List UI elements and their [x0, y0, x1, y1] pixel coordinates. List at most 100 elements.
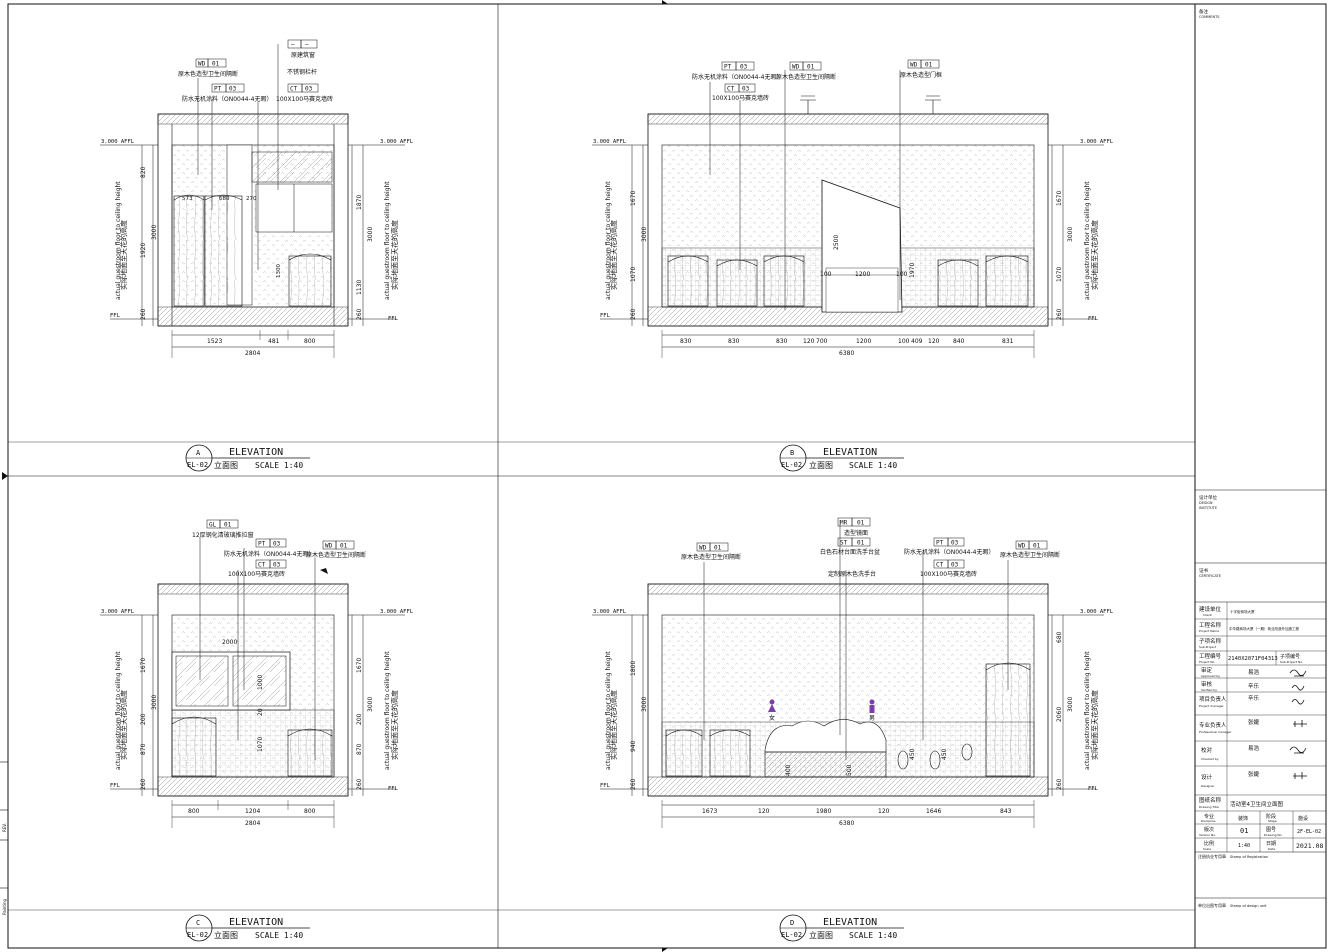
svg-text:实际地面至天花的高度: 实际地面至天花的高度 — [119, 220, 128, 290]
svg-text:Project manager: Project manager — [1199, 704, 1224, 708]
svg-text:易浩: 易浩 — [1248, 744, 1260, 752]
floor-slab — [157, 306, 349, 327]
svg-text:1200: 1200 — [855, 271, 870, 278]
svg-text:CT: CT — [258, 562, 266, 569]
svg-text:260: 260 — [140, 308, 147, 320]
svg-text:20: 20 — [257, 708, 264, 716]
svg-text:Stamp of design unit: Stamp of design unit — [1230, 904, 1267, 908]
floor-slab — [647, 776, 1049, 797]
svg-text:辛乐: 辛乐 — [1248, 682, 1260, 690]
svg-text:260: 260 — [630, 778, 637, 790]
callout-pt03: PT 03 防水无机涂料（ON0044-4无暇） — [692, 61, 782, 81]
side-label-rev: REV. — [2, 823, 7, 832]
svg-text:WD: WD — [792, 64, 800, 71]
svg-text:Sub-Project No.: Sub-Project No. — [1280, 660, 1303, 664]
svg-text:原建筑窗: 原建筑窗 — [291, 51, 315, 59]
svg-text:PT: PT — [936, 540, 944, 547]
svg-text:1670: 1670 — [630, 191, 637, 206]
svg-text:立面图: 立面图 — [809, 930, 833, 940]
svg-text:Drawing No.: Drawing No. — [1264, 833, 1282, 837]
title-block: 备注 COMMENTS 设计单位 DESIGN INSTITUTE 证书 CER… — [1195, 8, 1326, 908]
svg-text:260: 260 — [356, 778, 363, 790]
side-label-painting: Painting — [2, 898, 7, 915]
elevation-c-caption: C EL-02 ELEVATION 立面图 SCALE 1:40 — [185, 914, 310, 942]
elevation-d: 女 男 400 500 450 450 WD 01 原木色造型卫生间隔断 — [592, 517, 1114, 942]
svg-text:actual guestroom floor to ceil: actual guestroom floor to ceiling height — [1084, 181, 1091, 300]
svg-text:原木色造型门框: 原木色造型门框 — [900, 71, 942, 79]
svg-text:6380: 6380 — [839, 350, 854, 357]
vertical-dims-left: 3.000 AFFL FFL 1670 200 870 260 3000 实际地… — [100, 609, 158, 796]
svg-text:01: 01 — [340, 543, 348, 550]
callout-ct03: CT 03 100X100马赛克墙砖 — [276, 83, 333, 103]
certificate-label: 证书 — [1199, 567, 1208, 574]
window-glass — [175, 655, 229, 707]
svg-text:3000: 3000 — [1067, 697, 1074, 712]
horizontal-dims: 1673 120 1980 120 1646 843 6380 — [661, 800, 1035, 828]
svg-text:800: 800 — [304, 808, 316, 815]
svg-text:1070: 1070 — [257, 737, 264, 752]
svg-text:Approved by: Approved by — [1201, 674, 1220, 678]
dim-inner: 573 680 270 1300 — [182, 196, 282, 278]
urinals — [897, 743, 973, 770]
svg-text:100X100马赛克墙砖: 100X100马赛克墙砖 — [228, 570, 285, 578]
svg-text:1980: 1980 — [816, 808, 831, 815]
svg-text:100: 100 — [898, 338, 910, 345]
callout-mr01: MR 01 造型镜面 — [837, 517, 871, 537]
svg-text:原木色造型卫生间隔断: 原木色造型卫生间隔断 — [776, 73, 836, 81]
svg-text:270: 270 — [246, 196, 257, 202]
elevation-a: 573 680 270 1300 WD 01 原木色造型卫生间隔断 PT 03 … — [100, 39, 414, 472]
svg-text:SCALE 1:40: SCALE 1:40 — [849, 461, 897, 470]
svg-text:1:40: 1:40 — [1238, 843, 1250, 849]
svg-text:680: 680 — [1056, 631, 1063, 643]
vertical-dims-right: 3.000 AFFL FFL 1670 200 870 260 3000 act… — [348, 609, 414, 796]
svg-text:原木色造型卫生间隔断: 原木色造型卫生间隔断 — [178, 70, 238, 78]
svg-text:3.000 AFFL: 3.000 AFFL — [593, 609, 627, 615]
svg-text:WD: WD — [910, 62, 918, 69]
svg-text:SCALE 1:40: SCALE 1:40 — [255, 931, 303, 940]
svg-text:SCALE 1:40: SCALE 1:40 — [849, 931, 897, 940]
comments-label: 备注 — [1199, 8, 1208, 15]
svg-text:WD: WD — [325, 543, 333, 550]
svg-text:1070: 1070 — [630, 267, 637, 282]
svg-text:子项编号: 子项编号 — [1280, 653, 1300, 660]
svg-text:原木色造型卫生间隔断: 原木色造型卫生间隔断 — [1000, 551, 1060, 559]
dim-inner: 2000 1000 20 1070 — [222, 639, 264, 752]
title-rows: 建设单位 Client 十字街商场大厦 工程名称 Project Name 中华… — [1195, 602, 1326, 853]
svg-text:原木色造型卫生间隔断: 原木色造型卫生间隔断 — [681, 553, 741, 561]
svg-text:版次: 版次 — [1204, 826, 1214, 833]
svg-text:actual guestroom floor to ceil: actual guestroom floor to ceiling height — [384, 651, 391, 770]
horizontal-dims: 800 1204 800 2804 — [171, 800, 335, 828]
svg-text:EL-02: EL-02 — [187, 931, 208, 939]
partition-left — [171, 717, 217, 777]
svg-text:工程编号: 工程编号 — [1199, 652, 1222, 660]
svg-text:FFL: FFL — [110, 783, 121, 789]
svg-text:CT: CT — [290, 86, 298, 93]
svg-text:409: 409 — [911, 338, 923, 345]
svg-text:100X100马赛克墙砖: 100X100马赛克墙砖 — [276, 95, 333, 103]
restroom-signs: 女 男 — [768, 699, 875, 722]
svg-text:1970: 1970 — [909, 263, 916, 278]
svg-text:WD: WD — [198, 61, 206, 68]
vertical-dims-left: 3.000 AFFL FFL 1800 940 260 3000 实际地面至天花… — [592, 609, 648, 796]
ceiling-slab — [157, 113, 349, 125]
callout-pt03: PT 03 防水无机涂料（ON0044-4无暇） — [224, 538, 314, 558]
fixture-icon — [320, 568, 328, 574]
svg-text:FFL: FFL — [600, 313, 611, 319]
svg-text:定制原木色洗手台: 定制原木色洗手台 — [828, 570, 876, 578]
svg-text:1870: 1870 — [356, 195, 363, 210]
svg-text:审定: 审定 — [1201, 666, 1213, 674]
svg-text:Date: Date — [1268, 847, 1275, 851]
callout-vanity: 定制原木色洗手台 — [828, 570, 876, 578]
elevation-a-caption: A EL-02 ELEVATION 立面图 SCALE 1:40 — [185, 444, 310, 472]
svg-text:SCALE 1:40: SCALE 1:40 — [255, 461, 303, 470]
svg-text:400: 400 — [785, 764, 792, 776]
svg-text:2500: 2500 — [833, 235, 840, 250]
svg-text:1200: 1200 — [856, 338, 871, 345]
svg-text:PT: PT — [214, 86, 222, 93]
comments-en: COMMENTS — [1199, 15, 1220, 19]
svg-text:260: 260 — [1056, 778, 1063, 790]
svg-text:建设单位: 建设单位 — [1199, 605, 1222, 613]
svg-text:WD: WD — [699, 545, 707, 552]
callout-window: — — 原建筑窗 不锈钢栏杆 — [287, 39, 318, 76]
